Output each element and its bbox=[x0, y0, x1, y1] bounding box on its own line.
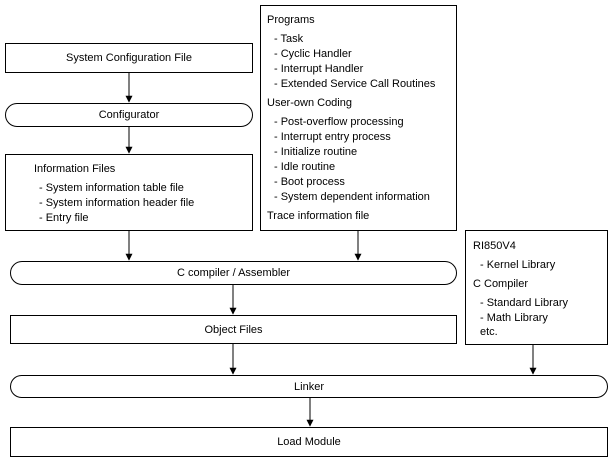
libraries-box: RI850V4 - Kernel Library C Compiler - St… bbox=[465, 230, 608, 345]
programs-box: Programs - Task - Cyclic Handler - Inter… bbox=[260, 5, 457, 231]
c-compiler-title: C Compiler bbox=[473, 278, 529, 290]
user-item: - Interrupt entry process bbox=[274, 131, 391, 143]
object-files-box: Object Files bbox=[10, 315, 457, 344]
user-item: - System dependent information bbox=[274, 191, 430, 203]
object-files-label: Object Files bbox=[204, 323, 263, 336]
trace-info-file: Trace information file bbox=[267, 210, 370, 222]
linker-label: Linker bbox=[294, 380, 324, 393]
user-item: - Boot process bbox=[274, 176, 345, 188]
programs-title: Programs bbox=[267, 14, 315, 26]
program-item: - Extended Service Call Routines bbox=[274, 78, 436, 90]
user-item: - Idle routine bbox=[274, 161, 336, 173]
program-item: - Task bbox=[274, 33, 304, 45]
load-module-box: Load Module bbox=[10, 427, 608, 457]
info-item: - System information table file bbox=[39, 182, 184, 194]
ri850v4-title: RI850V4 bbox=[473, 240, 516, 252]
user-item: - Post-overflow processing bbox=[274, 116, 404, 128]
compiler-node: C compiler / Assembler bbox=[10, 261, 457, 285]
user-own-coding-title: User-own Coding bbox=[267, 97, 352, 109]
library-item: - Standard Library bbox=[480, 297, 569, 309]
system-config-file-label: System Configuration File bbox=[66, 52, 192, 64]
library-item: etc. bbox=[480, 326, 498, 338]
linker-node: Linker bbox=[10, 375, 608, 398]
compiler-label: C compiler / Assembler bbox=[176, 267, 291, 279]
configurator-node: Configurator bbox=[5, 103, 253, 127]
user-item: - Initialize routine bbox=[274, 146, 358, 158]
configurator-label: Configurator bbox=[98, 109, 160, 121]
info-item: - Entry file bbox=[39, 212, 89, 224]
information-files-title: Information Files bbox=[34, 163, 116, 175]
program-item: - Interrupt Handler bbox=[274, 63, 364, 75]
program-item: - Cyclic Handler bbox=[274, 48, 352, 60]
library-item: - Kernel Library bbox=[480, 259, 556, 271]
load-module-label: Load Module bbox=[277, 436, 341, 448]
information-files-box: Information Files - System information t… bbox=[5, 154, 253, 231]
system-config-file-box: System Configuration File bbox=[5, 43, 253, 73]
info-item: - System information header file bbox=[39, 197, 195, 209]
library-item: - Math Library bbox=[480, 312, 548, 324]
